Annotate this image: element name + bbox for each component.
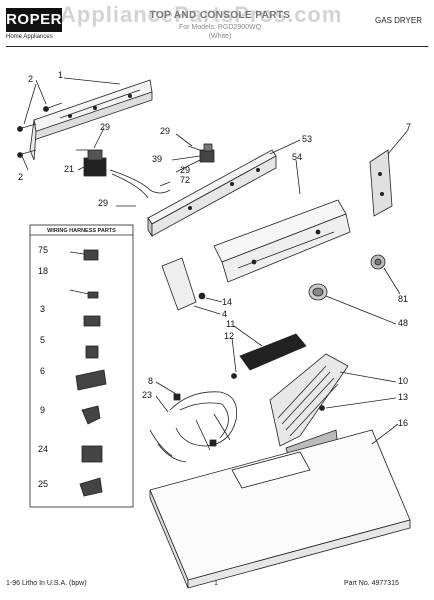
callout-11: 11 bbox=[226, 319, 236, 329]
inset-label-3: 3 bbox=[40, 304, 46, 314]
callout-16: 16 bbox=[398, 418, 409, 428]
callout-7: 7 bbox=[406, 122, 412, 132]
part-knob-48 bbox=[308, 283, 328, 301]
callout-14: 14 bbox=[222, 297, 233, 307]
callout-81: 81 bbox=[398, 294, 409, 304]
part-switch-39 bbox=[199, 143, 215, 163]
inset-part-25 bbox=[79, 477, 103, 497]
part-end-cap-7 bbox=[369, 149, 393, 217]
inset-label-18: 18 bbox=[38, 266, 49, 276]
callout-2-bottom: 2 bbox=[18, 172, 24, 182]
callout-4: 4 bbox=[222, 309, 228, 319]
model-line: For Models: RGD2900WQ bbox=[178, 24, 262, 31]
part-screws-2 bbox=[17, 102, 63, 158]
part-console-panel-54 bbox=[213, 199, 351, 283]
part-wire-harness bbox=[149, 391, 238, 463]
inset-label-5: 5 bbox=[40, 335, 46, 345]
inset-part-24 bbox=[81, 445, 103, 463]
inset-part-9 bbox=[81, 405, 101, 425]
inset-label-25: 25 bbox=[38, 479, 49, 489]
appliance-category: GAS DRYER bbox=[375, 16, 422, 25]
callout-13: 13 bbox=[398, 392, 409, 402]
page-title: TOP AND CONSOLE PARTS bbox=[149, 10, 291, 21]
part-screw-14 bbox=[198, 292, 206, 300]
inset-label-9: 9 bbox=[40, 405, 46, 415]
color-line: (White) bbox=[208, 33, 232, 40]
callout-12: 12 bbox=[224, 331, 235, 341]
watermark-text: AppliancePartsPros.com bbox=[60, 2, 343, 27]
inset-part-18 bbox=[69, 289, 99, 299]
footer-litho: 1-96 Litho In U.S.A. (bpw) bbox=[6, 580, 87, 587]
part-bracket-4 bbox=[161, 257, 197, 311]
part-knob-81 bbox=[370, 254, 386, 270]
callout-10: 10 bbox=[398, 376, 409, 386]
footer-page-number: 1 bbox=[214, 580, 218, 587]
part-cabinet-top-16 bbox=[149, 429, 411, 589]
callout-53: 53 bbox=[302, 134, 313, 144]
callout-23: 23 bbox=[142, 390, 153, 400]
part-timer-21 bbox=[83, 149, 107, 177]
part-rear-panel bbox=[29, 79, 153, 161]
callout-72: 72 bbox=[180, 175, 191, 185]
callout-2-top: 2 bbox=[28, 74, 34, 84]
part-screw-13 bbox=[319, 405, 325, 411]
brand-subtitle: Home Appliances bbox=[6, 34, 53, 40]
callout-29-a: 29 bbox=[100, 122, 111, 132]
header-rule bbox=[6, 46, 428, 47]
inset-wiring-box bbox=[29, 224, 134, 508]
inset-label-6: 6 bbox=[40, 366, 46, 376]
footer-part-number: Part No. 4977315 bbox=[344, 580, 399, 587]
callout-1: 1 bbox=[58, 70, 64, 80]
part-clip-12 bbox=[231, 373, 237, 379]
inset-label-75: 75 bbox=[38, 245, 49, 255]
inset-part-5 bbox=[85, 345, 99, 359]
inset-title: WIRING HARNESS PARTS bbox=[47, 228, 116, 234]
part-lint-cover-11 bbox=[239, 333, 307, 371]
callout-39: 39 bbox=[152, 154, 163, 164]
inset-part-3 bbox=[83, 315, 101, 327]
inset-label-24: 24 bbox=[38, 444, 49, 454]
brand-logo: ROPER bbox=[6, 8, 62, 32]
part-console-53 bbox=[147, 149, 277, 238]
callout-54: 54 bbox=[292, 152, 303, 162]
callout-48: 48 bbox=[398, 318, 409, 328]
callout-29-b: 29 bbox=[160, 126, 171, 136]
callout-21: 21 bbox=[64, 164, 75, 174]
inset-part-6 bbox=[75, 369, 107, 391]
callout-29-c: 29 bbox=[180, 165, 191, 175]
callout-8: 8 bbox=[148, 376, 154, 386]
inset-part-75 bbox=[69, 249, 99, 261]
callout-29-d: 29 bbox=[98, 198, 109, 208]
